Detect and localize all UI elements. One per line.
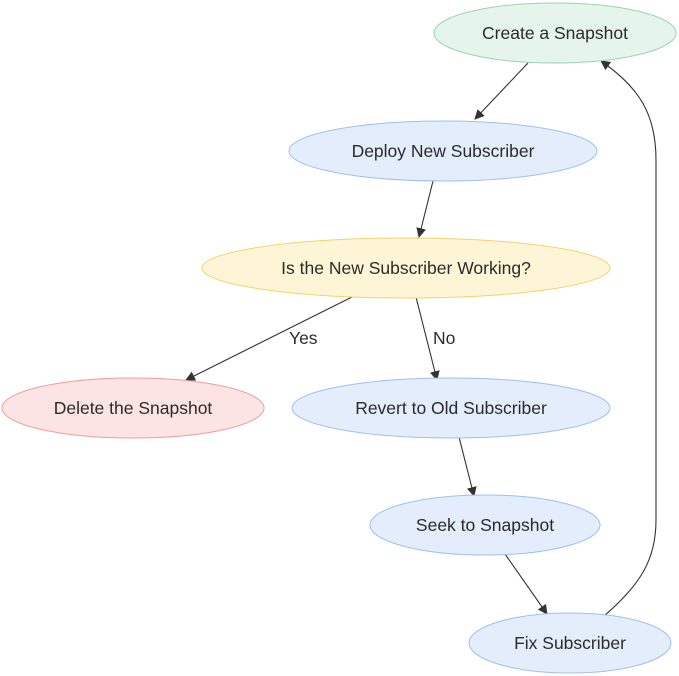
node-fix-subscriber: Fix Subscriber [468,612,672,674]
node-deploy-new-subscriber: Deploy New Subscriber [288,120,598,182]
node-fix-subscriber-label: Fix Subscriber [514,633,626,653]
node-decision-is-working-label: Is the New Subscriber Working? [281,258,531,278]
edge-label-yes: Yes [289,328,318,348]
node-revert-old-subscriber-label: Revert to Old Subscriber [355,398,547,418]
edge-decision-to-delete [185,296,353,381]
node-fix-subscriber-shape [468,612,672,674]
node-create-snapshot-label: Create a Snapshot [482,23,628,43]
edge-revert-to-seek [458,436,477,497]
node-decision-is-working-shape [201,237,611,299]
node-deploy-new-subscriber-label: Deploy New Subscriber [352,141,535,161]
node-deploy-new-subscriber-shape [288,120,598,182]
edge-deploy-to-decision [416,180,434,238]
node-delete-snapshot-label: Delete the Snapshot [54,398,213,418]
node-delete-snapshot: Delete the Snapshot [1,377,265,439]
node-seek-to-snapshot-shape [369,494,601,556]
edge-fix-to-create [600,60,657,617]
edge-decision-to-revert [415,296,440,381]
node-create-snapshot-shape [433,2,677,64]
node-revert-old-subscriber-shape [291,377,611,439]
node-seek-to-snapshot: Seek to Snapshot [369,494,601,556]
node-revert-old-subscriber: Revert to Old Subscriber [291,377,611,439]
node-seek-to-snapshot-label: Seek to Snapshot [416,515,554,535]
node-delete-snapshot-shape [1,377,265,439]
edge-seek-to-fix [504,553,548,615]
node-decision-is-working: Is the New Subscriber Working? [201,237,611,299]
node-create-snapshot: Create a Snapshot [433,2,677,64]
edge-label-no: No [433,328,455,348]
edge-create-to-deploy [474,62,529,120]
